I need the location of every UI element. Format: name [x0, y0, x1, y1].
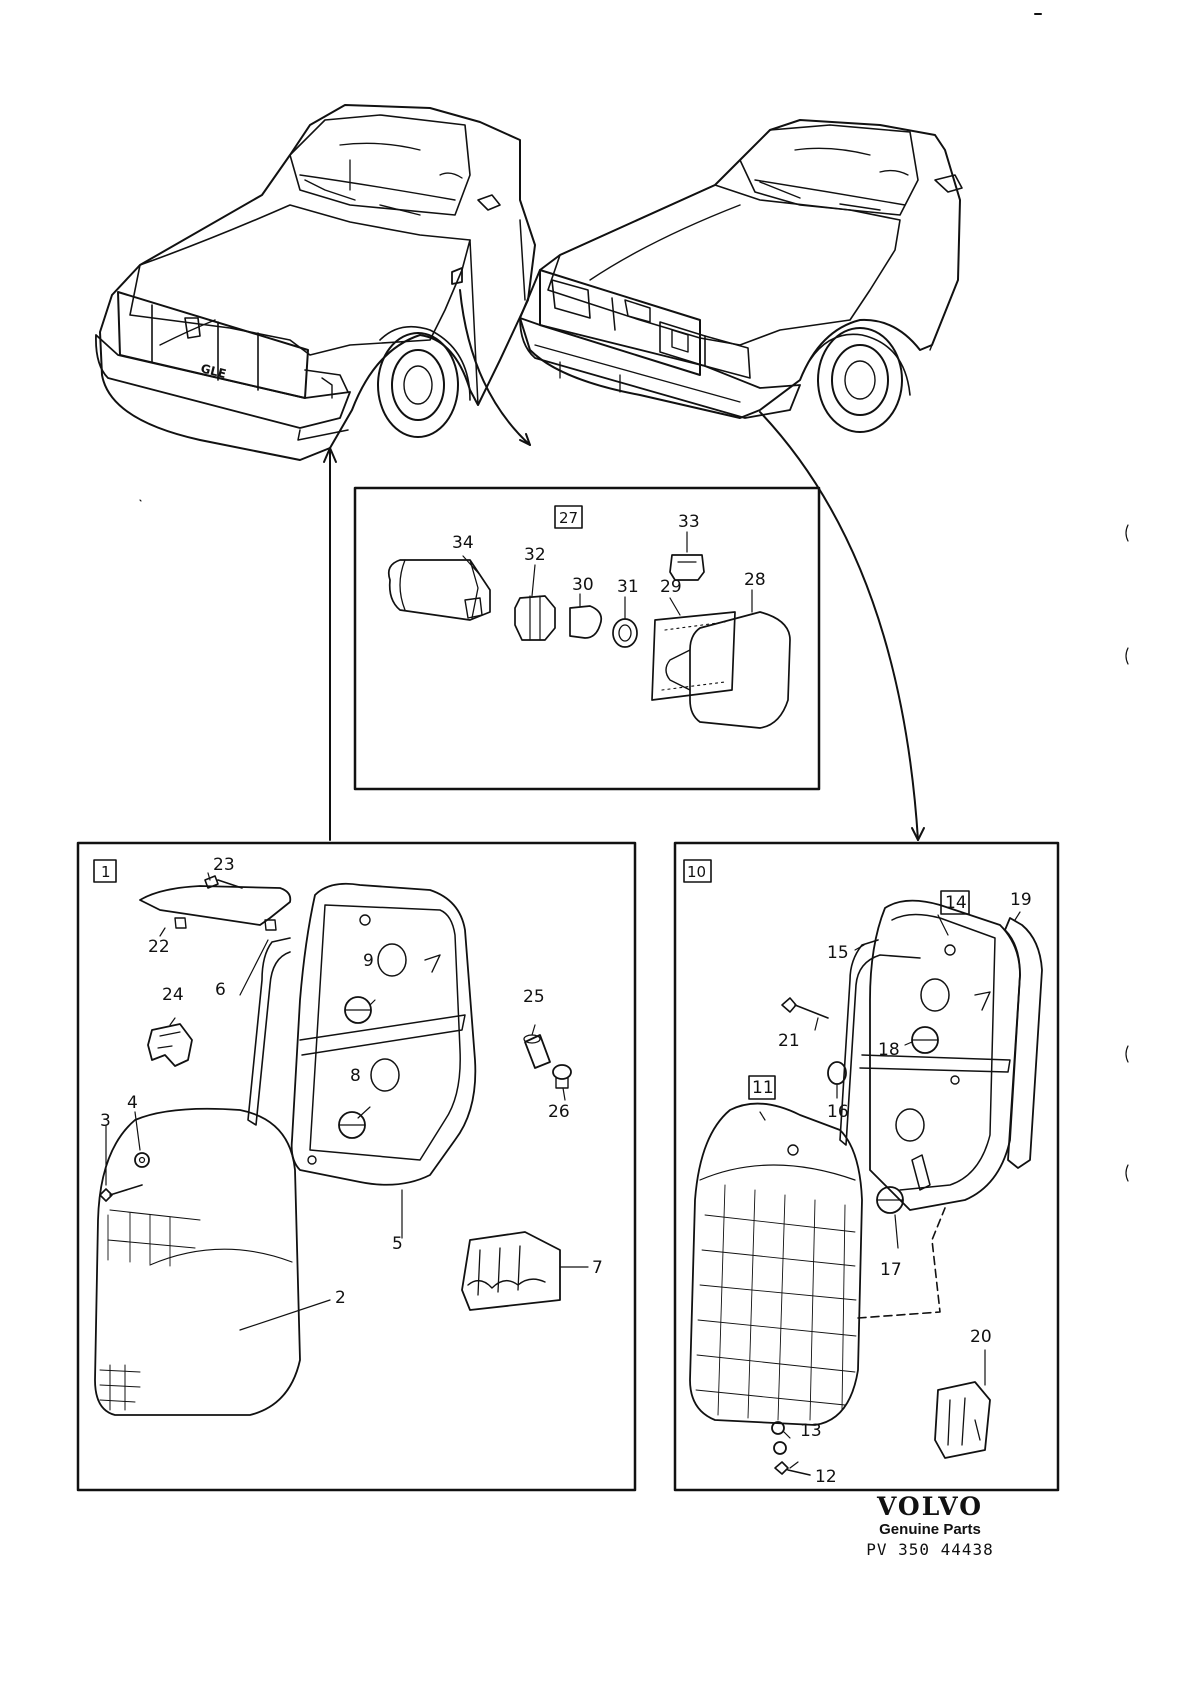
callouts-27: 34 32 30 31 29 28 33	[452, 512, 766, 597]
lamp-assembly-1-parts	[94, 875, 572, 1416]
callout-14: 14	[945, 893, 967, 913]
detail-box-10	[673, 841, 1060, 1492]
callout-22: 22	[148, 937, 170, 957]
callout-23: 23	[213, 855, 235, 875]
callout-5: 5	[392, 1234, 403, 1254]
callout-16: 16	[827, 1102, 849, 1122]
scan-marks	[139, 13, 1129, 1182]
leader-arrows	[323, 289, 925, 841]
callout-3: 3	[100, 1111, 111, 1131]
detail-box-1	[76, 841, 637, 1492]
box-label-1: 1	[101, 863, 111, 881]
callout-6: 6	[215, 980, 226, 1000]
marker-lamp-parts	[387, 554, 791, 729]
callout-17: 17	[880, 1260, 902, 1280]
callout-32: 32	[524, 545, 546, 565]
callout-8: 8	[350, 1066, 361, 1086]
car-badge: GLE	[199, 361, 227, 381]
leader-lines-10	[759, 911, 1021, 1469]
callout-34: 34	[452, 533, 474, 553]
callout-12: 12	[815, 1467, 837, 1487]
leader-lines-27	[462, 531, 753, 619]
box-label-27: 27	[559, 509, 578, 527]
callout-21: 21	[778, 1031, 800, 1051]
callout-24: 24	[162, 985, 184, 1005]
callout-2: 2	[335, 1288, 346, 1308]
callout-28: 28	[744, 570, 766, 590]
car-illustration-left: GLE	[95, 104, 536, 461]
callout-11: 11	[752, 1078, 774, 1098]
box-label-10: 10	[687, 863, 706, 881]
volvo-branding: VOLVO Genuine Parts PV 350 44438	[820, 1494, 1040, 1561]
callout-20: 20	[970, 1327, 992, 1347]
callout-4: 4	[127, 1093, 138, 1113]
callout-26: 26	[548, 1102, 570, 1122]
detail-box-27	[353, 486, 821, 791]
callout-25: 25	[523, 987, 545, 1007]
brand-tagline: Genuine Parts	[879, 1521, 981, 1538]
callouts-1: 23 22 6 9 24 25 8 26 4 3 5 7 2	[100, 855, 603, 1308]
callout-15: 15	[827, 943, 849, 963]
part-reference: PV 350 44438	[866, 1540, 994, 1559]
callout-30: 30	[572, 575, 594, 595]
callout-7: 7	[592, 1258, 603, 1278]
car-illustration-right	[519, 119, 963, 433]
lamp-assembly-10-parts	[689, 899, 1043, 1476]
callout-31: 31	[617, 577, 639, 597]
callout-19: 19	[1010, 890, 1032, 910]
callout-18: 18	[878, 1040, 900, 1060]
callout-29: 29	[660, 577, 682, 597]
volvo-logo: VOLVO	[876, 1492, 984, 1521]
callouts-10: 14 19 15 21 18 11 16 17 20 13 12	[748, 890, 1032, 1487]
callout-9: 9	[363, 951, 374, 971]
leader-lines-1	[105, 872, 589, 1331]
callout-33: 33	[678, 512, 700, 532]
callout-13: 13	[800, 1421, 822, 1441]
